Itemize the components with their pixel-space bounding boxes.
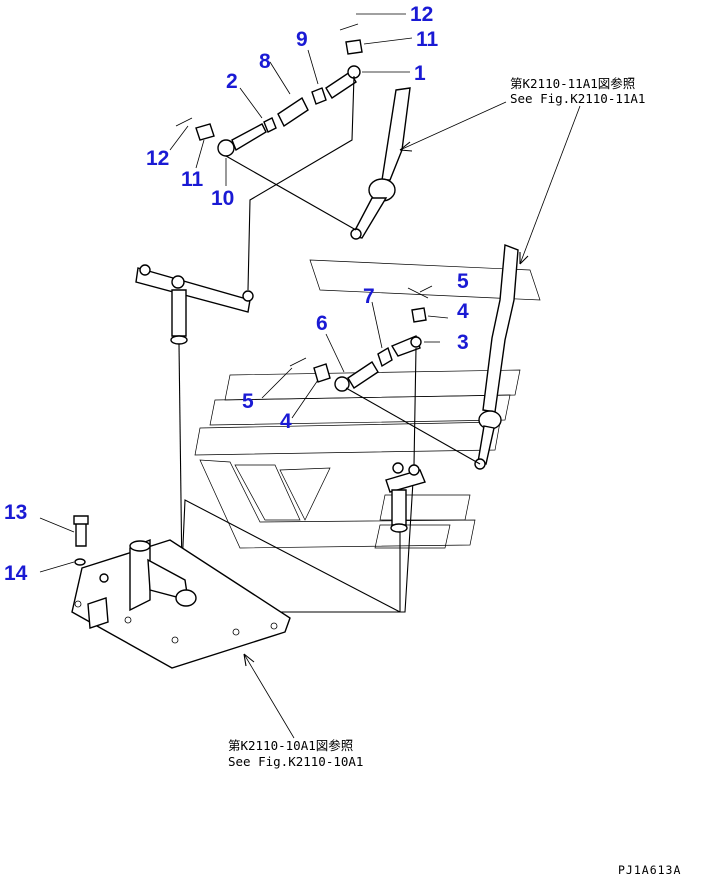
callout-13: 13 (4, 501, 27, 524)
bell-crank-left (135, 264, 254, 579)
callout-12: 12 (146, 147, 169, 170)
watermark-logo (194, 259, 541, 549)
leader-lines (39, 13, 581, 739)
callout-5: 5 (242, 390, 254, 413)
drawing-code: PJ1A613A (618, 863, 681, 877)
callout-7: 7 (363, 285, 375, 308)
callout-9: 9 (296, 28, 308, 51)
callout-1: 1 (414, 62, 426, 85)
callout-11: 11 (416, 28, 439, 51)
callout-2: 2 (226, 70, 238, 93)
right-linkage (179, 244, 519, 613)
callout-8: 8 (259, 50, 271, 73)
callout-4: 4 (280, 410, 292, 433)
callout-12: 12 (410, 3, 433, 26)
callout-5: 5 (457, 270, 469, 293)
callout-labels: 12 11 9 8 1 2 12 11 10 5 7 4 6 3 5 4 13 … (4, 3, 469, 585)
callout-3: 3 (457, 331, 469, 354)
base-plate (71, 515, 291, 669)
callout-14: 14 (4, 562, 28, 585)
reference-upper-en: See Fig.K2110-11A1 (510, 91, 645, 106)
reference-lower-jp: 第K2110-10A1図参照 (228, 738, 353, 753)
callout-6: 6 (316, 312, 328, 335)
callout-10: 10 (211, 187, 234, 210)
callout-11: 11 (181, 168, 204, 191)
callout-4: 4 (457, 300, 469, 323)
upper-linkage (175, 23, 411, 291)
reference-notes: 第K2110-11A1図参照 See Fig.K2110-11A1 第K2110… (228, 76, 645, 769)
reference-upper-jp: 第K2110-11A1図参照 (510, 76, 635, 91)
reference-lower-en: See Fig.K2110-10A1 (228, 754, 363, 769)
